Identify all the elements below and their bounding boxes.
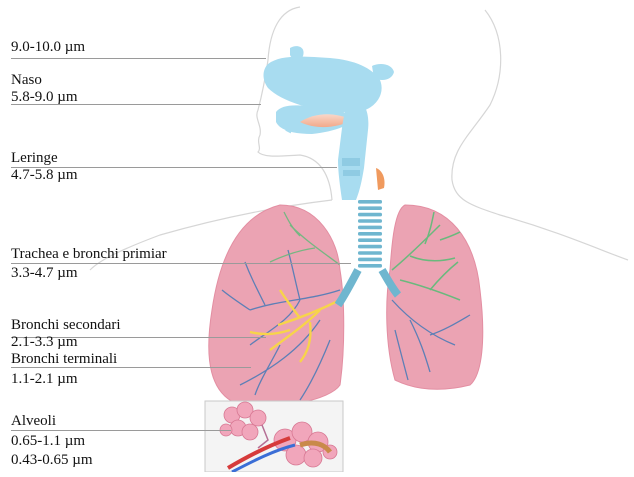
trachea-ring: [358, 226, 382, 230]
label-naso-range: 5.8-9.0 µm: [11, 89, 78, 106]
label-trachea-range: 3.3-4.7 µm: [11, 265, 78, 282]
leader-line-alveoli: [11, 430, 231, 431]
label-trachea: Trachea e bronchi primiar: [11, 246, 167, 263]
pharynx-larynx: [338, 98, 385, 200]
label-bronchi-terminali: Bronchi terminali: [11, 351, 117, 368]
left-lung: [209, 205, 344, 406]
leader-line-trachea: [11, 263, 351, 264]
trachea-ring: [358, 206, 382, 210]
trachea-ring: [358, 238, 382, 242]
label-bronchi-secondari: Bronchi secondari: [11, 317, 121, 334]
label-bronchi-terminali-range: 1.1-2.1 µm: [11, 371, 78, 388]
label-top-range: 9.0-10.0 µm: [11, 39, 85, 56]
label-leringe-range: 4.7-5.8 µm: [11, 167, 78, 184]
trachea-ring: [358, 245, 382, 249]
label-leringe: Leringe: [11, 150, 58, 167]
trachea-ring: [358, 251, 382, 255]
alveoli-inset: [205, 401, 343, 472]
label-bronchi-secondari-range: 2.1-3.3 µm: [11, 334, 78, 351]
leader-line-top: [11, 58, 266, 59]
trachea-ring: [358, 232, 382, 236]
trachea-ring: [358, 200, 382, 204]
nasal-cavity: [264, 46, 395, 112]
label-naso: Naso: [11, 72, 42, 89]
trachea-ring: [358, 213, 382, 217]
label-alveoli-range-2: 0.43-0.65 µm: [11, 452, 93, 469]
trachea-ring: [358, 219, 382, 223]
label-alveoli-range-1: 0.65-1.1 µm: [11, 433, 85, 450]
trachea: [338, 198, 398, 305]
right-lung: [387, 205, 483, 389]
trachea-ring: [358, 258, 382, 262]
label-alveoli: Alveoli: [11, 413, 56, 430]
trachea-ring: [358, 264, 382, 268]
